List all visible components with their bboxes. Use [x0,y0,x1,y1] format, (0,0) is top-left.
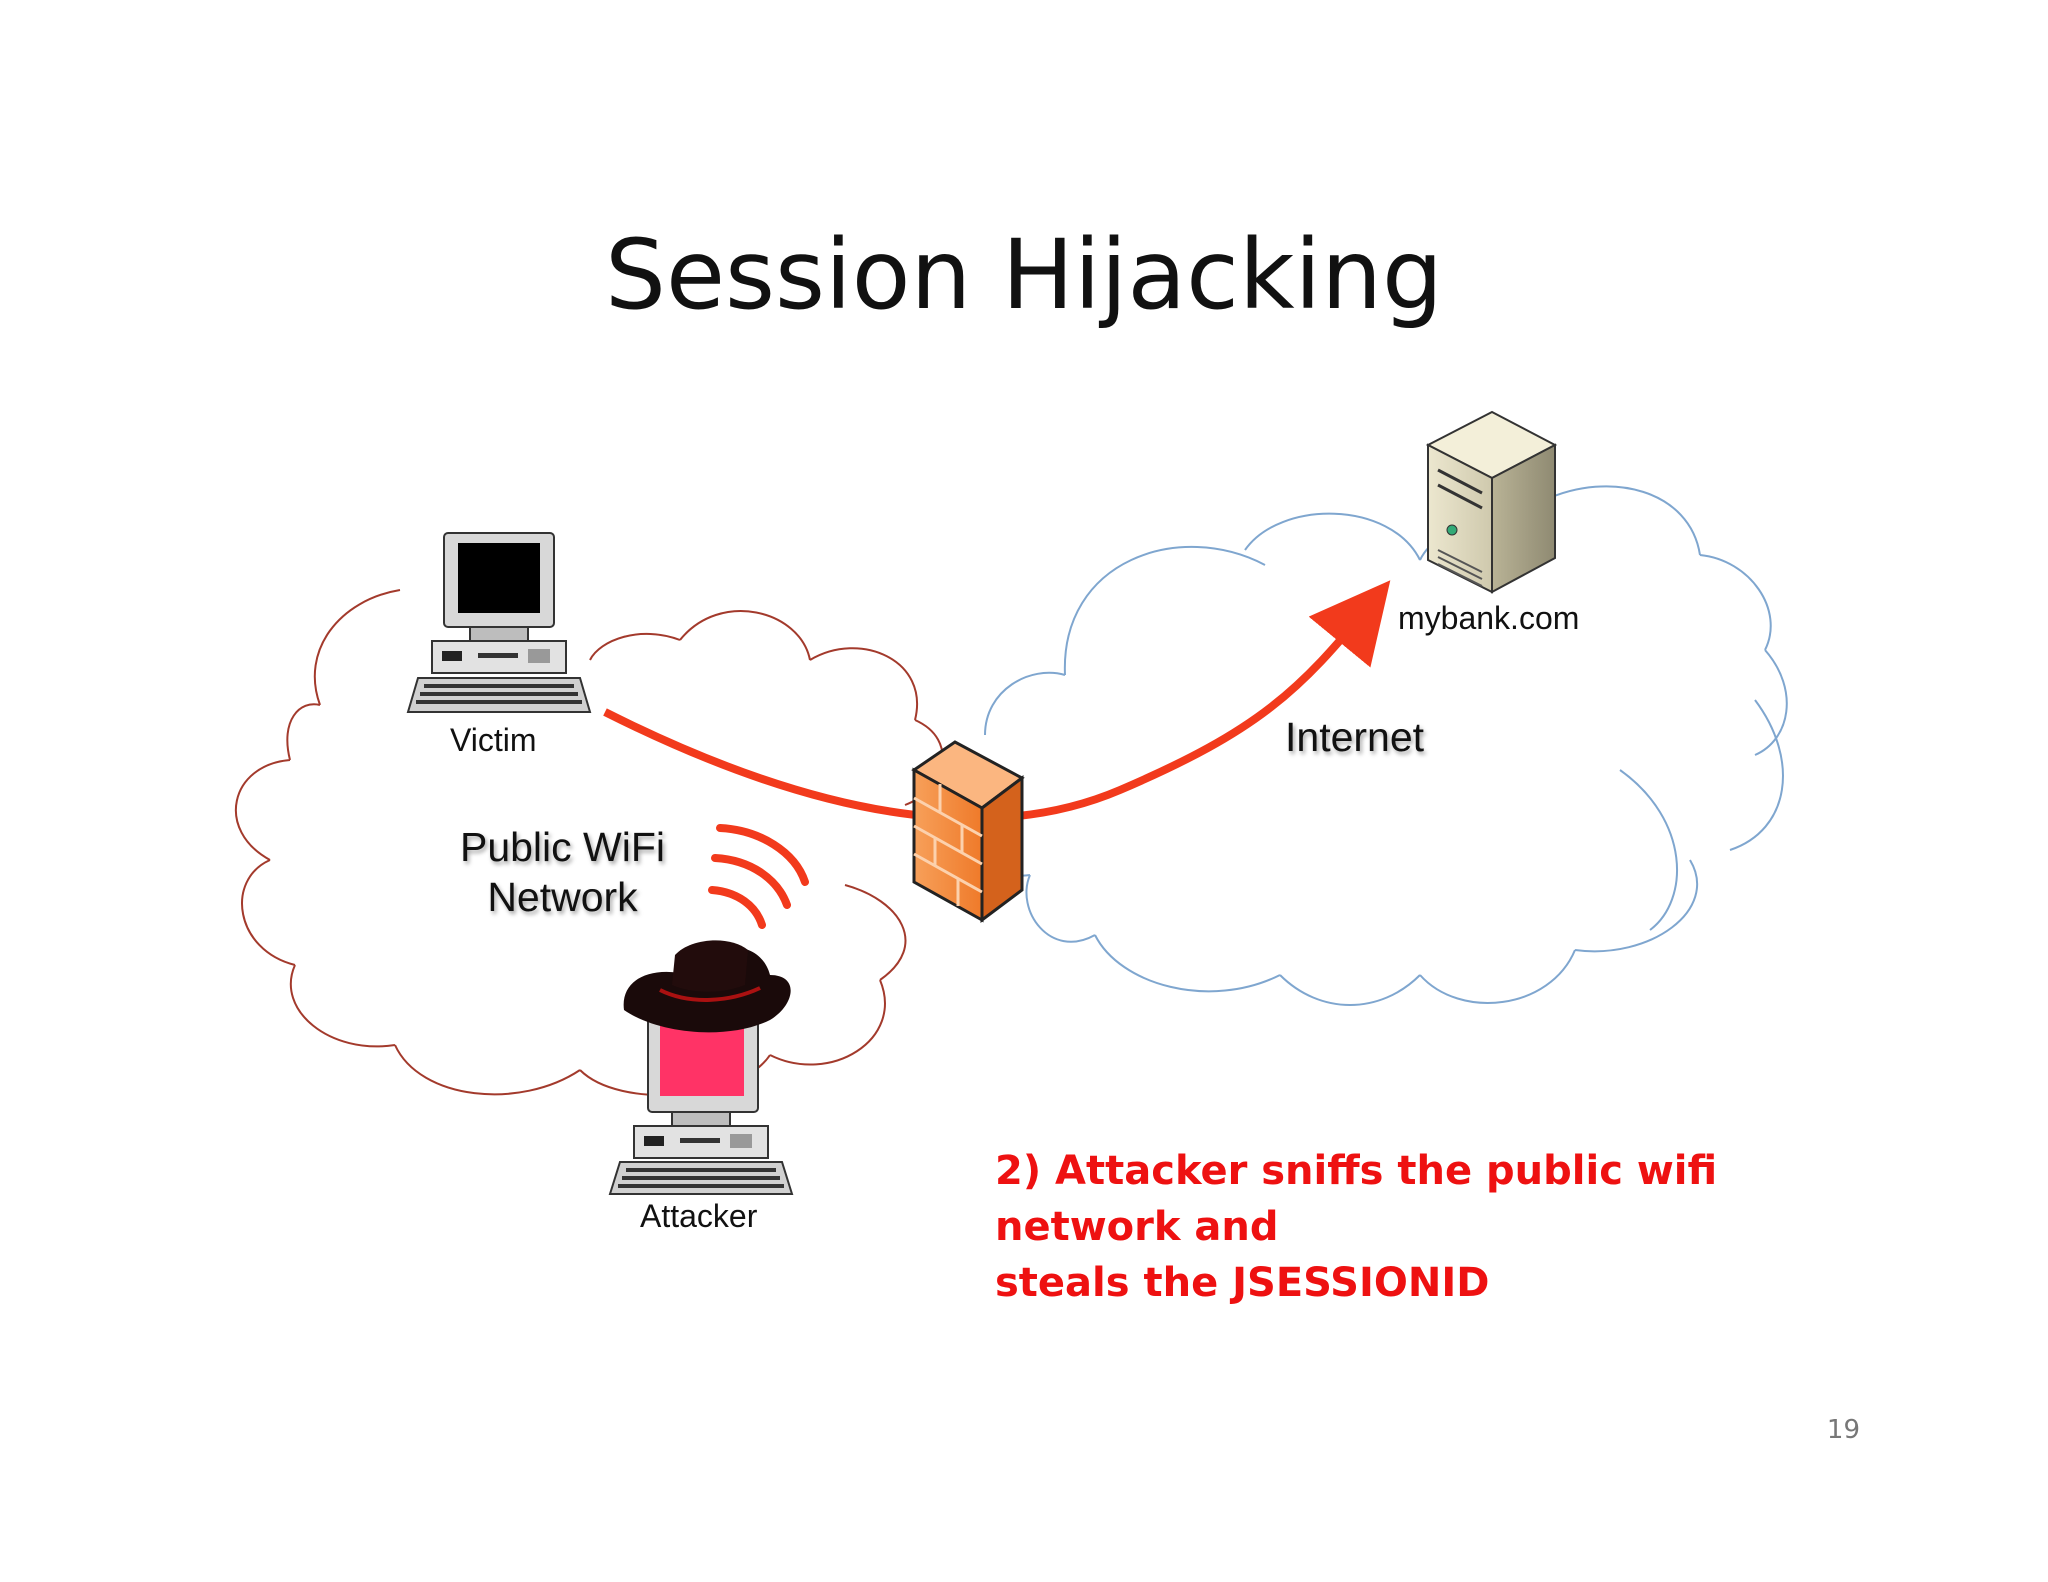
attacker-computer-icon [608,940,794,1195]
public-wifi-label-line2: Network [487,874,638,920]
slide-title: Session Hijacking [605,219,1443,331]
step-caption-line2: steals the JSESSIONID [995,1260,1490,1306]
page-number: 19 [1826,1415,1860,1445]
step-caption: 2) Attacker sniffs the public wifi netwo… [995,1143,1895,1311]
firewall-icon [911,740,1025,923]
server-icon [1425,410,1558,594]
public-wifi-label: Public WiFi Network [440,822,685,922]
victim-computer-icon [406,532,592,713]
public-wifi-label-line1: Public WiFi [459,824,666,870]
session-flow-arrow [603,580,1391,823]
attacker-label: Attacker [640,1198,758,1234]
wifi-signal-icon [708,824,809,929]
internet-label: Internet [1285,714,1425,760]
step-caption-line1: 2) Attacker sniffs the public wifi netwo… [995,1148,1718,1250]
server-label: mybank.com [1398,600,1580,636]
victim-label: Victim [450,722,537,758]
